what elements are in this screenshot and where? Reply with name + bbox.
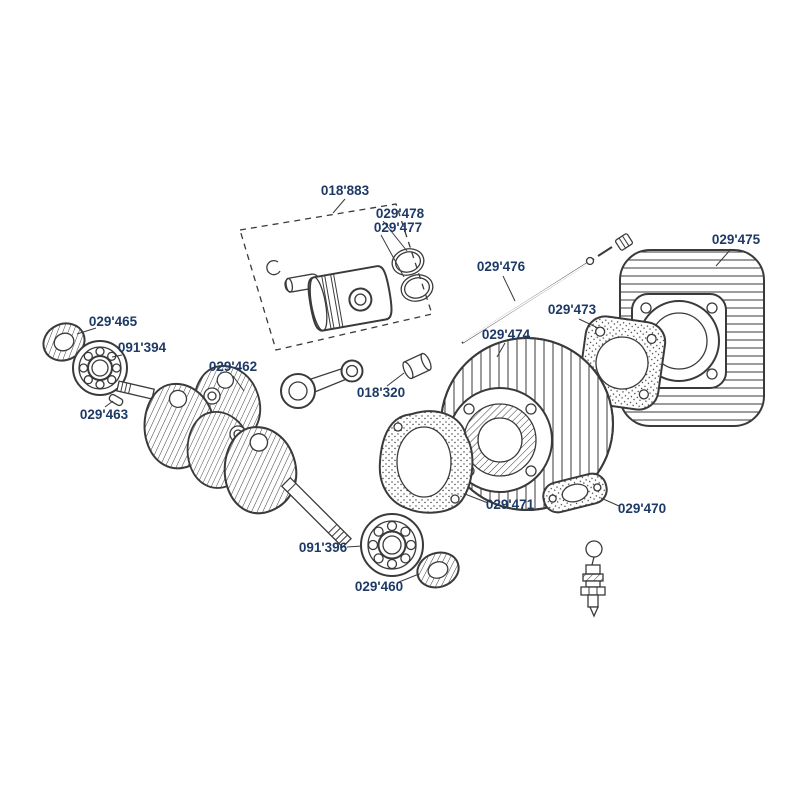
label-woodruff-key: 029'463 — [80, 407, 129, 422]
label-cylinder-barrel: 029'474 — [482, 327, 531, 342]
part-piston-ring-1 — [391, 248, 425, 276]
label-head-gasket: 029'473 — [548, 302, 597, 317]
part-bearing-right — [360, 513, 424, 577]
part-base-gasket — [378, 410, 474, 514]
label-seal-left: 029'465 — [89, 314, 138, 329]
part-piston — [307, 265, 393, 332]
part-labels: 018'883 029'478 029'477 029'476 029'475 … — [80, 183, 761, 594]
label-connecting-rod: 018'320 — [357, 385, 405, 400]
label-exhaust-gasket: 029'470 — [618, 501, 666, 516]
label-cylinder-head: 029'475 — [712, 232, 761, 247]
part-seal-left — [42, 322, 86, 362]
part-piston-ring-2 — [400, 274, 434, 302]
part-connecting-rod — [280, 359, 364, 409]
label-piston-ring-2: 029'477 — [374, 220, 422, 235]
label-bearing-right: 091'396 — [299, 540, 348, 555]
part-crankshaft — [116, 365, 352, 548]
label-crankshaft: 029'462 — [209, 359, 257, 374]
part-bearing-left — [72, 340, 128, 396]
leader-lines — [76, 198, 732, 583]
part-needle-cage — [402, 352, 432, 380]
part-pushrod — [461, 233, 634, 344]
part-circlip — [266, 260, 281, 276]
part-exhaust-gasket — [542, 472, 608, 514]
label-base-gasket: 029'471 — [486, 497, 535, 512]
label-bearing-left: 091'394 — [118, 340, 167, 355]
label-seal-right: 029'460 — [355, 579, 403, 594]
part-piston-kit-box — [239, 203, 434, 351]
part-seal-right — [416, 551, 460, 589]
label-piston-ring-1: 029'478 — [376, 206, 425, 221]
part-small-fitting — [580, 540, 606, 618]
part-cylinder-barrel — [440, 337, 614, 511]
label-piston-kit: 018'883 — [321, 183, 370, 198]
label-pushrod: 029'476 — [477, 259, 526, 274]
part-woodruff-key — [108, 393, 124, 407]
